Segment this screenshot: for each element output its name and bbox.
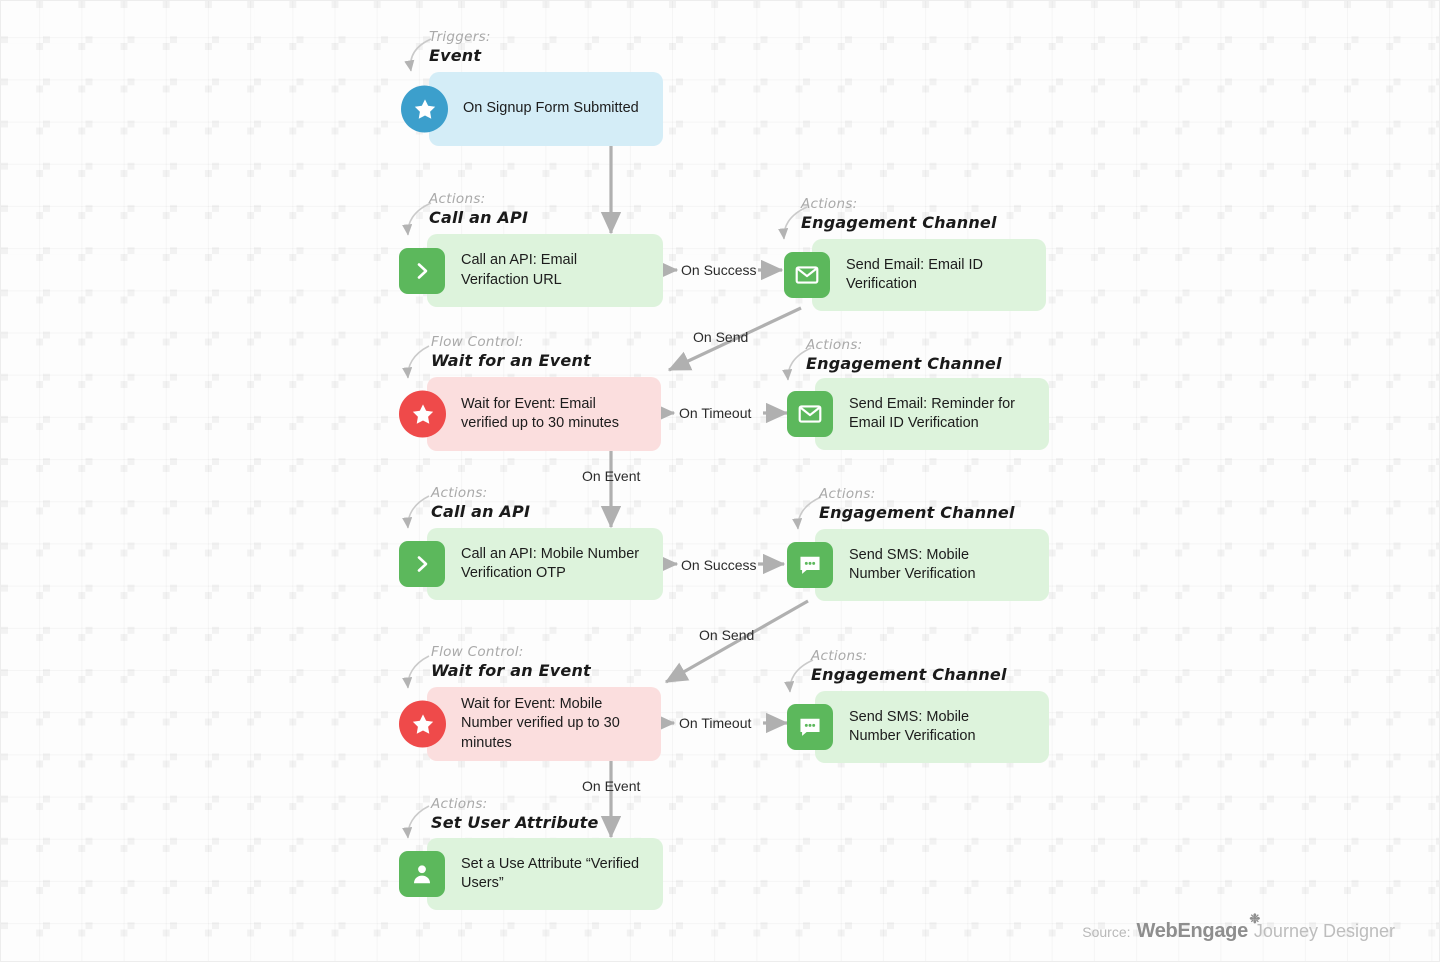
bird-icon: ❉ — [1249, 911, 1260, 926]
envelope-icon — [784, 252, 830, 298]
node-label: Send Email: Reminder for Email ID Verifi… — [849, 395, 1016, 431]
node-wait-email-verified[interactable]: Wait for Event: Email verified up to 30 … — [399, 377, 661, 451]
annotation-email-id-verification: Actions: Engagement Channel — [801, 196, 997, 232]
edge-label-on-success-1: On Success — [681, 262, 757, 278]
annotation-trigger-signup: Triggers: Event — [429, 29, 491, 65]
annotation-kind: Actions: — [806, 337, 863, 353]
node-wait-mobile-verified[interactable]: Wait for Event: Mobile Number verified u… — [399, 687, 661, 761]
annotation-name: Engagement Channel — [819, 503, 1015, 522]
sms-bubble-icon — [787, 704, 833, 750]
edge-label-on-send-1: On Send — [693, 329, 749, 345]
node-card — [815, 529, 1049, 601]
annotation-name: Wait for an Event — [431, 351, 591, 370]
node-card — [427, 528, 663, 600]
chevron-right-icon — [399, 541, 445, 587]
edge-label-on-timeout-2: On Timeout — [679, 715, 752, 731]
footer-attribution: Source: WebEngage ❉ Journey Designer — [1082, 911, 1395, 943]
annotation-sms-mobile-verification-2: Actions: Engagement Channel — [811, 648, 1007, 684]
footer-suffix: Journey Designer — [1253, 921, 1395, 941]
node-label: Set a Use Attribute “Verified Users” — [461, 855, 640, 891]
node-card — [427, 687, 661, 761]
annotation-name: Wait for an Event — [431, 661, 591, 680]
node-label: Call an API: Email Verifaction URL — [461, 252, 578, 288]
anno-pointer-setattr — [402, 805, 430, 839]
edge-label-on-event-2: On Event — [582, 778, 641, 794]
node-label: Send SMS: Mobile Number Verification — [849, 546, 976, 582]
anno-pointer-sms2 — [784, 659, 814, 693]
envelope-icon — [787, 391, 833, 437]
edge-label-on-success-2: On Success — [681, 557, 757, 573]
node-api-mobile-otp[interactable]: Call an API: Mobile Number Verification … — [399, 528, 663, 600]
node-card — [815, 378, 1049, 450]
sms-bubble-icon — [787, 542, 833, 588]
annotation-email-reminder: Actions: Engagement Channel — [806, 337, 1002, 373]
footer-source-label: Source: — [1082, 924, 1131, 940]
anno-pointer-api1 — [402, 202, 432, 236]
star-icon — [399, 390, 446, 438]
edge-label-on-send-2: On Send — [699, 627, 755, 643]
node-label: Wait for Event: Mobile Number verified u… — [461, 696, 620, 751]
chevron-right-icon — [399, 247, 445, 294]
annotation-kind: Flow Control: — [431, 644, 524, 660]
star-icon — [399, 700, 446, 748]
annotation-kind: Actions: — [429, 191, 486, 207]
annotation-name: Call an API — [429, 208, 529, 227]
edge-label-on-event-1: On Event — [582, 468, 641, 484]
node-label: Send Email: Email ID Verification — [846, 256, 983, 292]
annotation-kind: Flow Control: — [431, 334, 524, 350]
annotation-name: Engagement Channel — [801, 213, 997, 232]
anno-pointer-wait1 — [402, 345, 430, 379]
node-card — [812, 239, 1046, 311]
node-set-user-attribute[interactable]: Set a Use Attribute “Verified Users” — [399, 838, 663, 910]
node-label: Send SMS: Mobile Number Verification — [849, 708, 976, 744]
node-label: On Signup Form Submitted — [463, 100, 639, 117]
star-icon — [401, 85, 448, 133]
edge-label-on-timeout-1: On Timeout — [679, 405, 752, 421]
annotation-api-email-verification: Actions: Call an API — [429, 191, 528, 227]
annotation-kind: Actions: — [801, 196, 858, 212]
anno-pointer-trigger — [404, 38, 432, 72]
node-label: Call an API: Mobile Number Verification … — [461, 545, 640, 581]
annotation-wait-email-verified: Flow Control: Wait for an Event — [431, 334, 591, 370]
annotation-name: Engagement Channel — [811, 665, 1007, 684]
annotation-kind: Actions: — [431, 796, 488, 812]
anno-pointer-api2 — [402, 495, 430, 529]
user-icon — [399, 851, 445, 897]
annotation-kind: Actions: — [811, 648, 868, 664]
annotation-name: Set User Attribute — [431, 813, 599, 832]
annotation-api-mobile-otp: Actions: Call an API — [431, 485, 530, 521]
node-card — [427, 838, 663, 910]
node-sms-mobile-verification[interactable]: Send SMS: Mobile Number Verification — [787, 529, 1049, 601]
webengage-logo: WebEngage ❉ — [1136, 911, 1261, 943]
node-label: Wait for Event: Email verified up to 30 … — [461, 395, 619, 431]
anno-pointer-wait2 — [402, 655, 430, 689]
node-card — [427, 234, 663, 307]
node-card — [815, 691, 1049, 763]
annotation-name: Engagement Channel — [806, 354, 1002, 373]
annotation-kind: Actions: — [431, 485, 488, 501]
annotation-kind: Actions: — [819, 486, 876, 502]
annotation-set-user-attribute: Actions: Set User Attribute — [431, 796, 599, 832]
node-email-id-verification[interactable]: Send Email: Email ID Verification — [784, 239, 1046, 311]
annotation-wait-mobile-verified: Flow Control: Wait for an Event — [431, 644, 591, 680]
node-api-email-verification[interactable]: Call an API: Email Verifaction URL — [399, 234, 663, 307]
node-trigger-signup[interactable]: On Signup Form Submitted — [401, 72, 663, 146]
annotation-sms-mobile-verification: Actions: Engagement Channel — [819, 486, 1015, 522]
annotation-kind: Triggers: — [429, 29, 491, 45]
annotation-name: Call an API — [431, 502, 531, 521]
node-card — [427, 377, 661, 451]
node-email-reminder-verification[interactable]: Send Email: Reminder for Email ID Verifi… — [787, 378, 1049, 450]
node-sms-mobile-verification-2[interactable]: Send SMS: Mobile Number Verification — [787, 691, 1049, 763]
annotation-name: Event — [429, 46, 482, 65]
webengage-wordmark: WebEngage — [1136, 920, 1249, 942]
node-card — [429, 72, 663, 146]
anno-pointer-sms1 — [792, 496, 822, 530]
